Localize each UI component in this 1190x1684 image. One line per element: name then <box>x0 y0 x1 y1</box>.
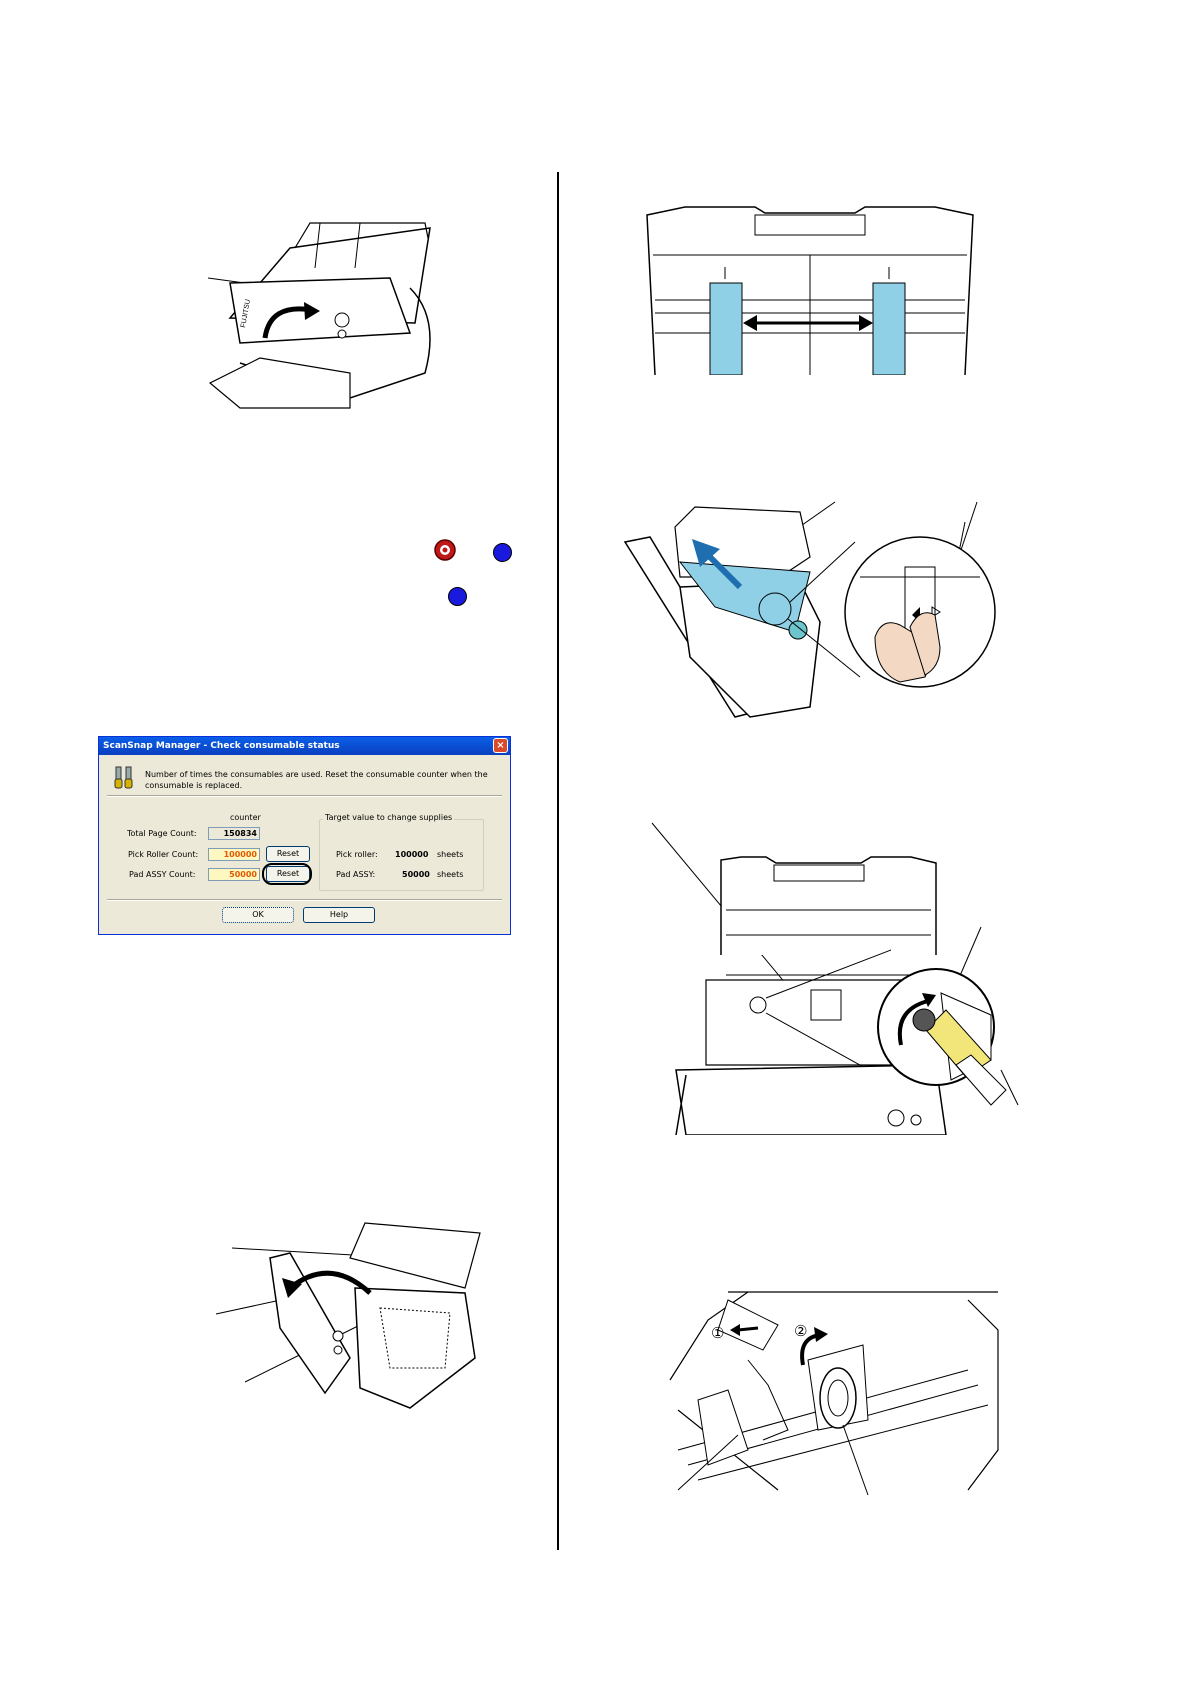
divider <box>107 795 502 797</box>
leader-line <box>842 1424 869 1496</box>
dialog-message: Number of times the consumables are used… <box>145 770 488 790</box>
help-button[interactable]: Help <box>303 907 375 923</box>
column-divider <box>557 172 559 1550</box>
leader-line <box>677 1434 739 1491</box>
paper-guides-figure <box>646 206 974 375</box>
total-page-value: 150834 <box>208 827 260 840</box>
unit-label: sheets <box>437 870 464 879</box>
pad-assy-label: Pad ASSY Count: <box>129 870 196 879</box>
pick-roller-label: Pick Roller Count: <box>128 850 199 859</box>
consumable-status-dialog: ScanSnap Manager - Check consumable stat… <box>98 736 511 935</box>
roller-shaft-figure: ① ② <box>669 1291 999 1496</box>
open-arrow-icon <box>288 1270 372 1295</box>
tools-icon <box>114 766 133 789</box>
callout-1: ① <box>711 1324 724 1342</box>
reset-pad-assy-button[interactable]: Reset <box>266 866 310 882</box>
reset-pick-roller-button[interactable]: Reset <box>266 846 310 862</box>
ok-button[interactable]: OK <box>222 907 294 923</box>
highlight-ring <box>262 863 312 885</box>
counter-header: counter <box>230 813 261 822</box>
leader-line <box>231 1247 371 1257</box>
arrow-left-icon <box>730 1324 740 1336</box>
left-paper-guide <box>709 282 743 375</box>
divider <box>107 899 502 901</box>
leader-line <box>1000 1069 1019 1106</box>
unit-label: sheets <box>437 850 464 859</box>
total-page-label: Total Page Count: <box>127 829 197 838</box>
dialog-title-bar: ScanSnap Manager - Check consumable stat… <box>99 737 510 755</box>
right-paper-guide <box>872 282 906 375</box>
pad-assy-value: 50000 <box>208 868 260 881</box>
callout-2: ② <box>794 1322 807 1340</box>
scanner-open-lid-figure: FUJITSU <box>207 222 431 409</box>
target-group-title: Target value to change supplies <box>323 813 455 822</box>
pick-roller-value: 100000 <box>208 848 260 861</box>
target-pad-assy-value: 50000 <box>402 870 430 879</box>
scansnap-icon <box>493 543 512 562</box>
lift-arrow-icon <box>692 539 720 567</box>
adf-open-figure <box>215 1222 481 1409</box>
pick-roller-figure <box>651 822 1019 1135</box>
target-pick-roller-value: 100000 <box>395 850 429 859</box>
dialog-title: ScanSnap Manager - Check consumable stat… <box>103 741 340 751</box>
target-pick-roller-label: Pick roller: <box>336 850 378 859</box>
svg-text:FUJITSU: FUJITSU <box>240 299 252 329</box>
scan-button-red-icon <box>434 539 456 561</box>
remove-chute-figure <box>623 501 996 718</box>
close-icon[interactable]: × <box>493 738 508 753</box>
target-pad-assy-label: Pad ASSY: <box>336 870 376 879</box>
scansnap-icon <box>448 587 467 606</box>
pick-roller <box>819 1367 857 1429</box>
rotate-arrow-icon <box>897 999 929 1046</box>
